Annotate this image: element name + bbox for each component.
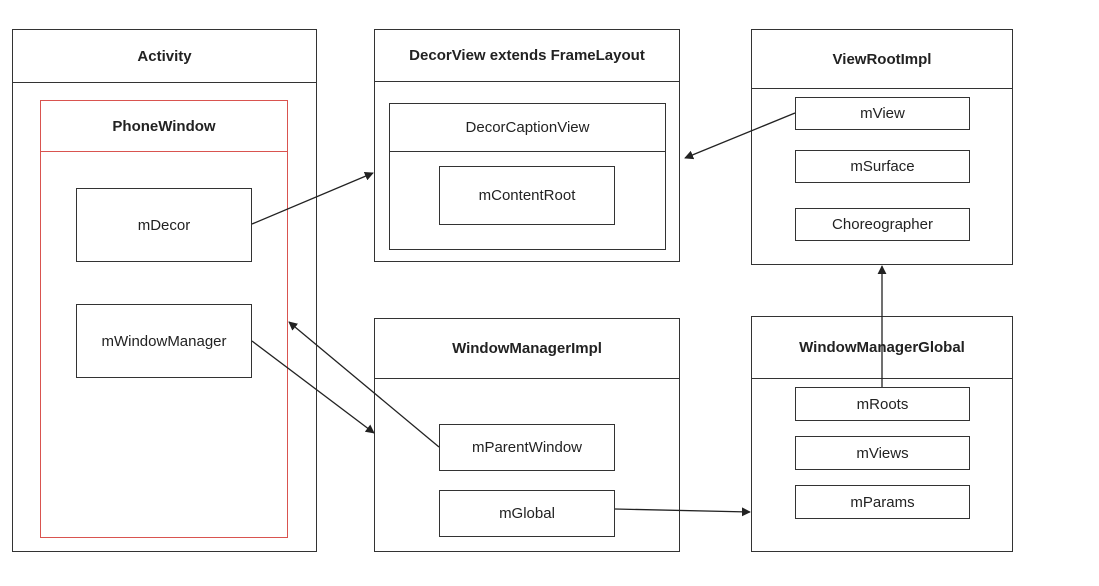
mdecor-field: mDecor [76,188,252,262]
choreographer-field: Choreographer [795,208,970,241]
window-manager-global-title: WindowManagerGlobal [752,317,1012,379]
decor-caption-view-title: DecorCaptionView [390,104,665,152]
mwindowmanager-field: mWindowManager [76,304,252,378]
mcontentroot-field: mContentRoot [439,166,615,225]
window-manager-impl-title: WindowManagerImpl [375,319,679,379]
msurface-field: mSurface [795,150,970,183]
view-root-impl-title: ViewRootImpl [752,30,1012,89]
mparams-field: mParams [795,485,970,519]
mviews-field: mViews [795,436,970,470]
decor-view-title: DecorView extends FrameLayout [375,30,679,82]
phone-window-title: PhoneWindow [41,101,287,152]
mparentwindow-field: mParentWindow [439,424,615,471]
mroots-field: mRoots [795,387,970,421]
activity-title: Activity [13,30,316,83]
mview-field: mView [795,97,970,130]
mglobal-field: mGlobal [439,490,615,537]
